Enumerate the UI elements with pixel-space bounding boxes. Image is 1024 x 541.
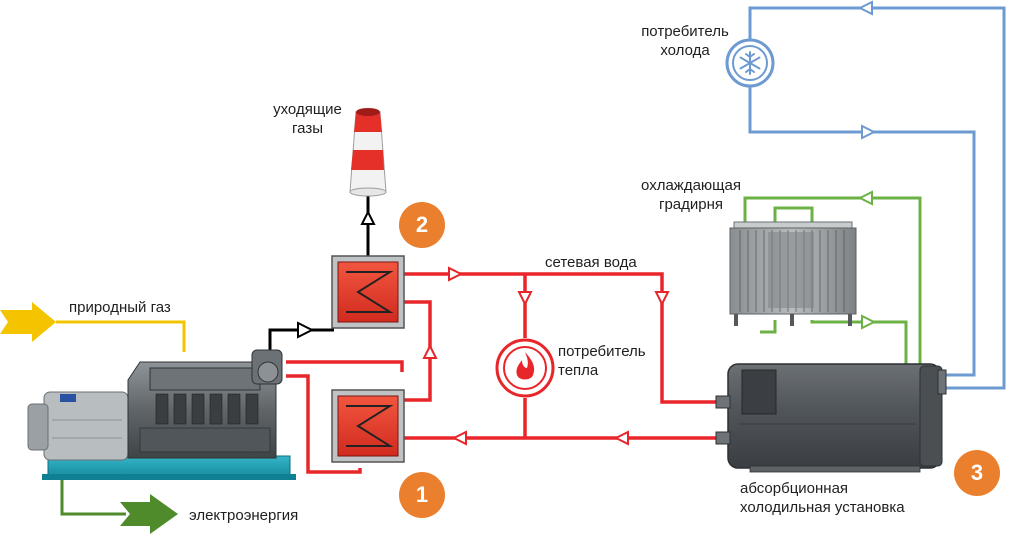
heat-exchanger-jacket bbox=[331, 389, 405, 463]
cooling-tower-label-line2: градирня bbox=[658, 196, 724, 213]
snowflake-icon bbox=[739, 51, 761, 75]
chilled-water-arrows bbox=[857, 0, 877, 140]
cooling-water-loop bbox=[743, 196, 922, 372]
hot-water-arrows bbox=[422, 266, 670, 446]
network-water-label: сетевая вода bbox=[545, 254, 637, 271]
chilled-water-loop bbox=[748, 6, 1006, 390]
electricity-output bbox=[60, 478, 178, 534]
absorption-unit-label-line1: абсорбционная bbox=[740, 480, 849, 497]
exhaust-gases-label: уходящие газы bbox=[255, 100, 360, 138]
electricity-label: электроэнергия bbox=[189, 507, 299, 524]
cold-consumer-symbol bbox=[725, 38, 775, 88]
cooling-tower-label: охлаждающая градирня bbox=[626, 176, 756, 214]
absorption-unit-label: абсорбционная холодильная установка bbox=[740, 479, 905, 517]
cold-consumer-label-line2: холода bbox=[660, 42, 710, 59]
exhaust-arrows bbox=[297, 209, 376, 339]
exhaust-stack bbox=[349, 108, 387, 197]
natural-gas-label: природный газ bbox=[69, 299, 171, 316]
badge-3: 3 bbox=[954, 450, 1000, 496]
heat-consumer-label-line2: тепла bbox=[558, 362, 599, 379]
cooling-tower-label-line1: охлаждающая bbox=[641, 177, 741, 194]
absorption-chiller bbox=[715, 363, 947, 473]
badge-2: 2 bbox=[399, 202, 445, 248]
heat-consumer-symbol bbox=[495, 338, 555, 398]
badge-1: 1 bbox=[399, 472, 445, 518]
cooling-water-arrows bbox=[857, 190, 877, 330]
heat-consumer-label-line1: потребитель bbox=[558, 343, 646, 360]
gas-engine-generator bbox=[27, 349, 296, 480]
exhaust-gases-label-line1: уходящие bbox=[273, 101, 342, 118]
cold-consumer-label: потребитель холода bbox=[625, 22, 745, 60]
natural-gas-input bbox=[0, 302, 186, 352]
cold-consumer-label-line1: потребитель bbox=[641, 23, 729, 40]
flame-icon bbox=[516, 352, 535, 380]
heat-consumer-label: потребитель тепла bbox=[558, 342, 646, 380]
absorption-unit-label-line2: холодильная установка bbox=[740, 499, 905, 516]
cooling-tower bbox=[729, 221, 857, 326]
exhaust-gases-label-line2: газы bbox=[292, 120, 323, 137]
heat-exchanger-exhaust bbox=[331, 255, 405, 329]
